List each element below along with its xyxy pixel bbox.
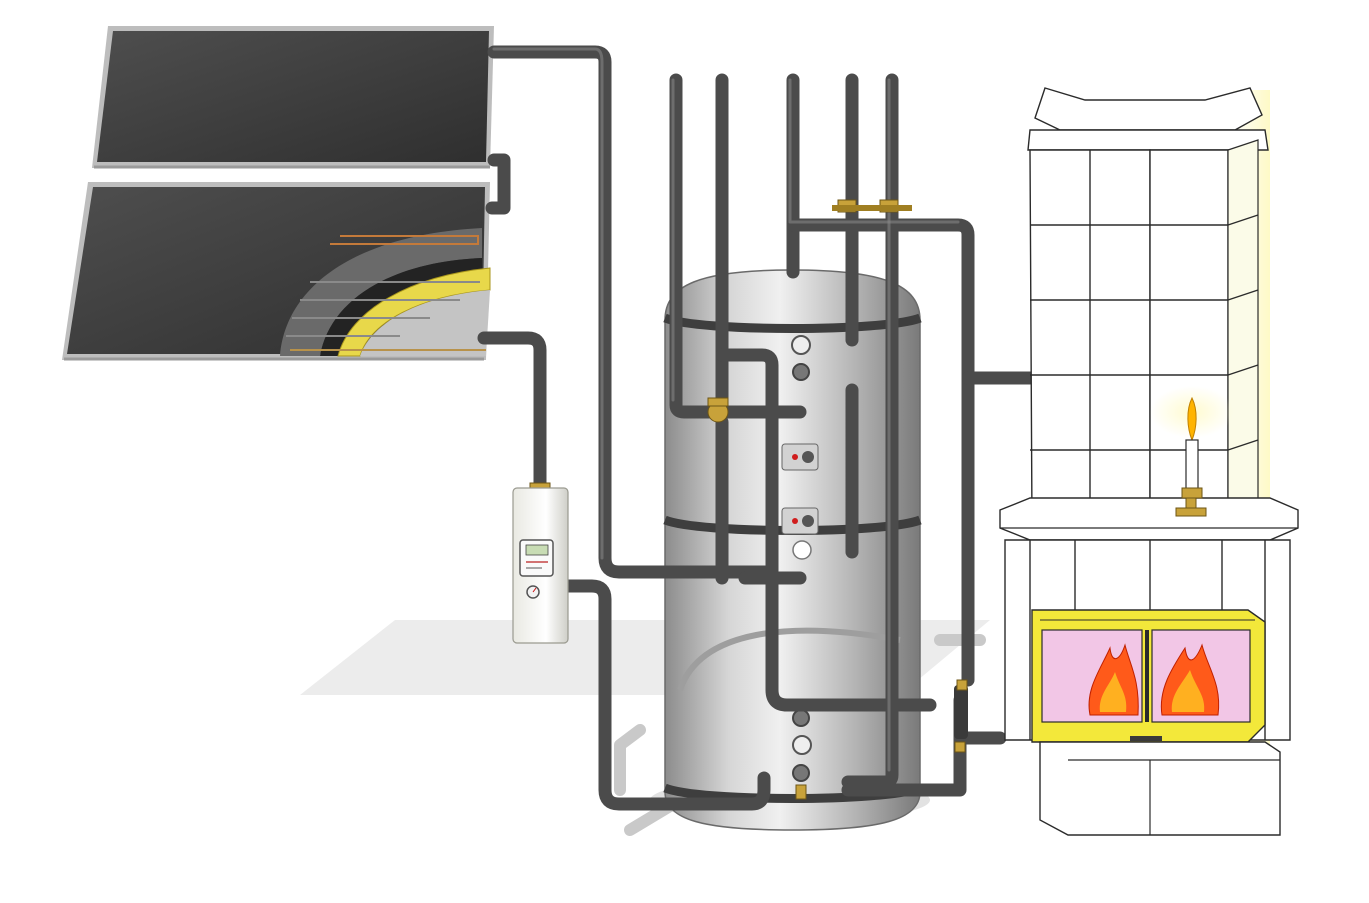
thermometer-bottom bbox=[792, 735, 812, 755]
solar-collector-upper bbox=[92, 26, 494, 169]
fittings bbox=[529, 199, 968, 753]
sensor-port bbox=[792, 540, 812, 560]
solar-collector-lower bbox=[62, 182, 491, 361]
thermostat-upper bbox=[781, 443, 819, 471]
buffer-tank bbox=[663, 269, 922, 831]
stove-pump bbox=[954, 685, 968, 739]
ash-drawer-handle bbox=[1130, 736, 1162, 741]
thermometer-top bbox=[791, 335, 811, 381]
fire-flames bbox=[1088, 643, 1220, 716]
solar-controller bbox=[512, 487, 569, 644]
tiled-stove bbox=[999, 87, 1299, 836]
candle bbox=[1150, 386, 1234, 517]
thermostat-lower bbox=[781, 507, 819, 535]
drain-valve bbox=[795, 784, 807, 800]
